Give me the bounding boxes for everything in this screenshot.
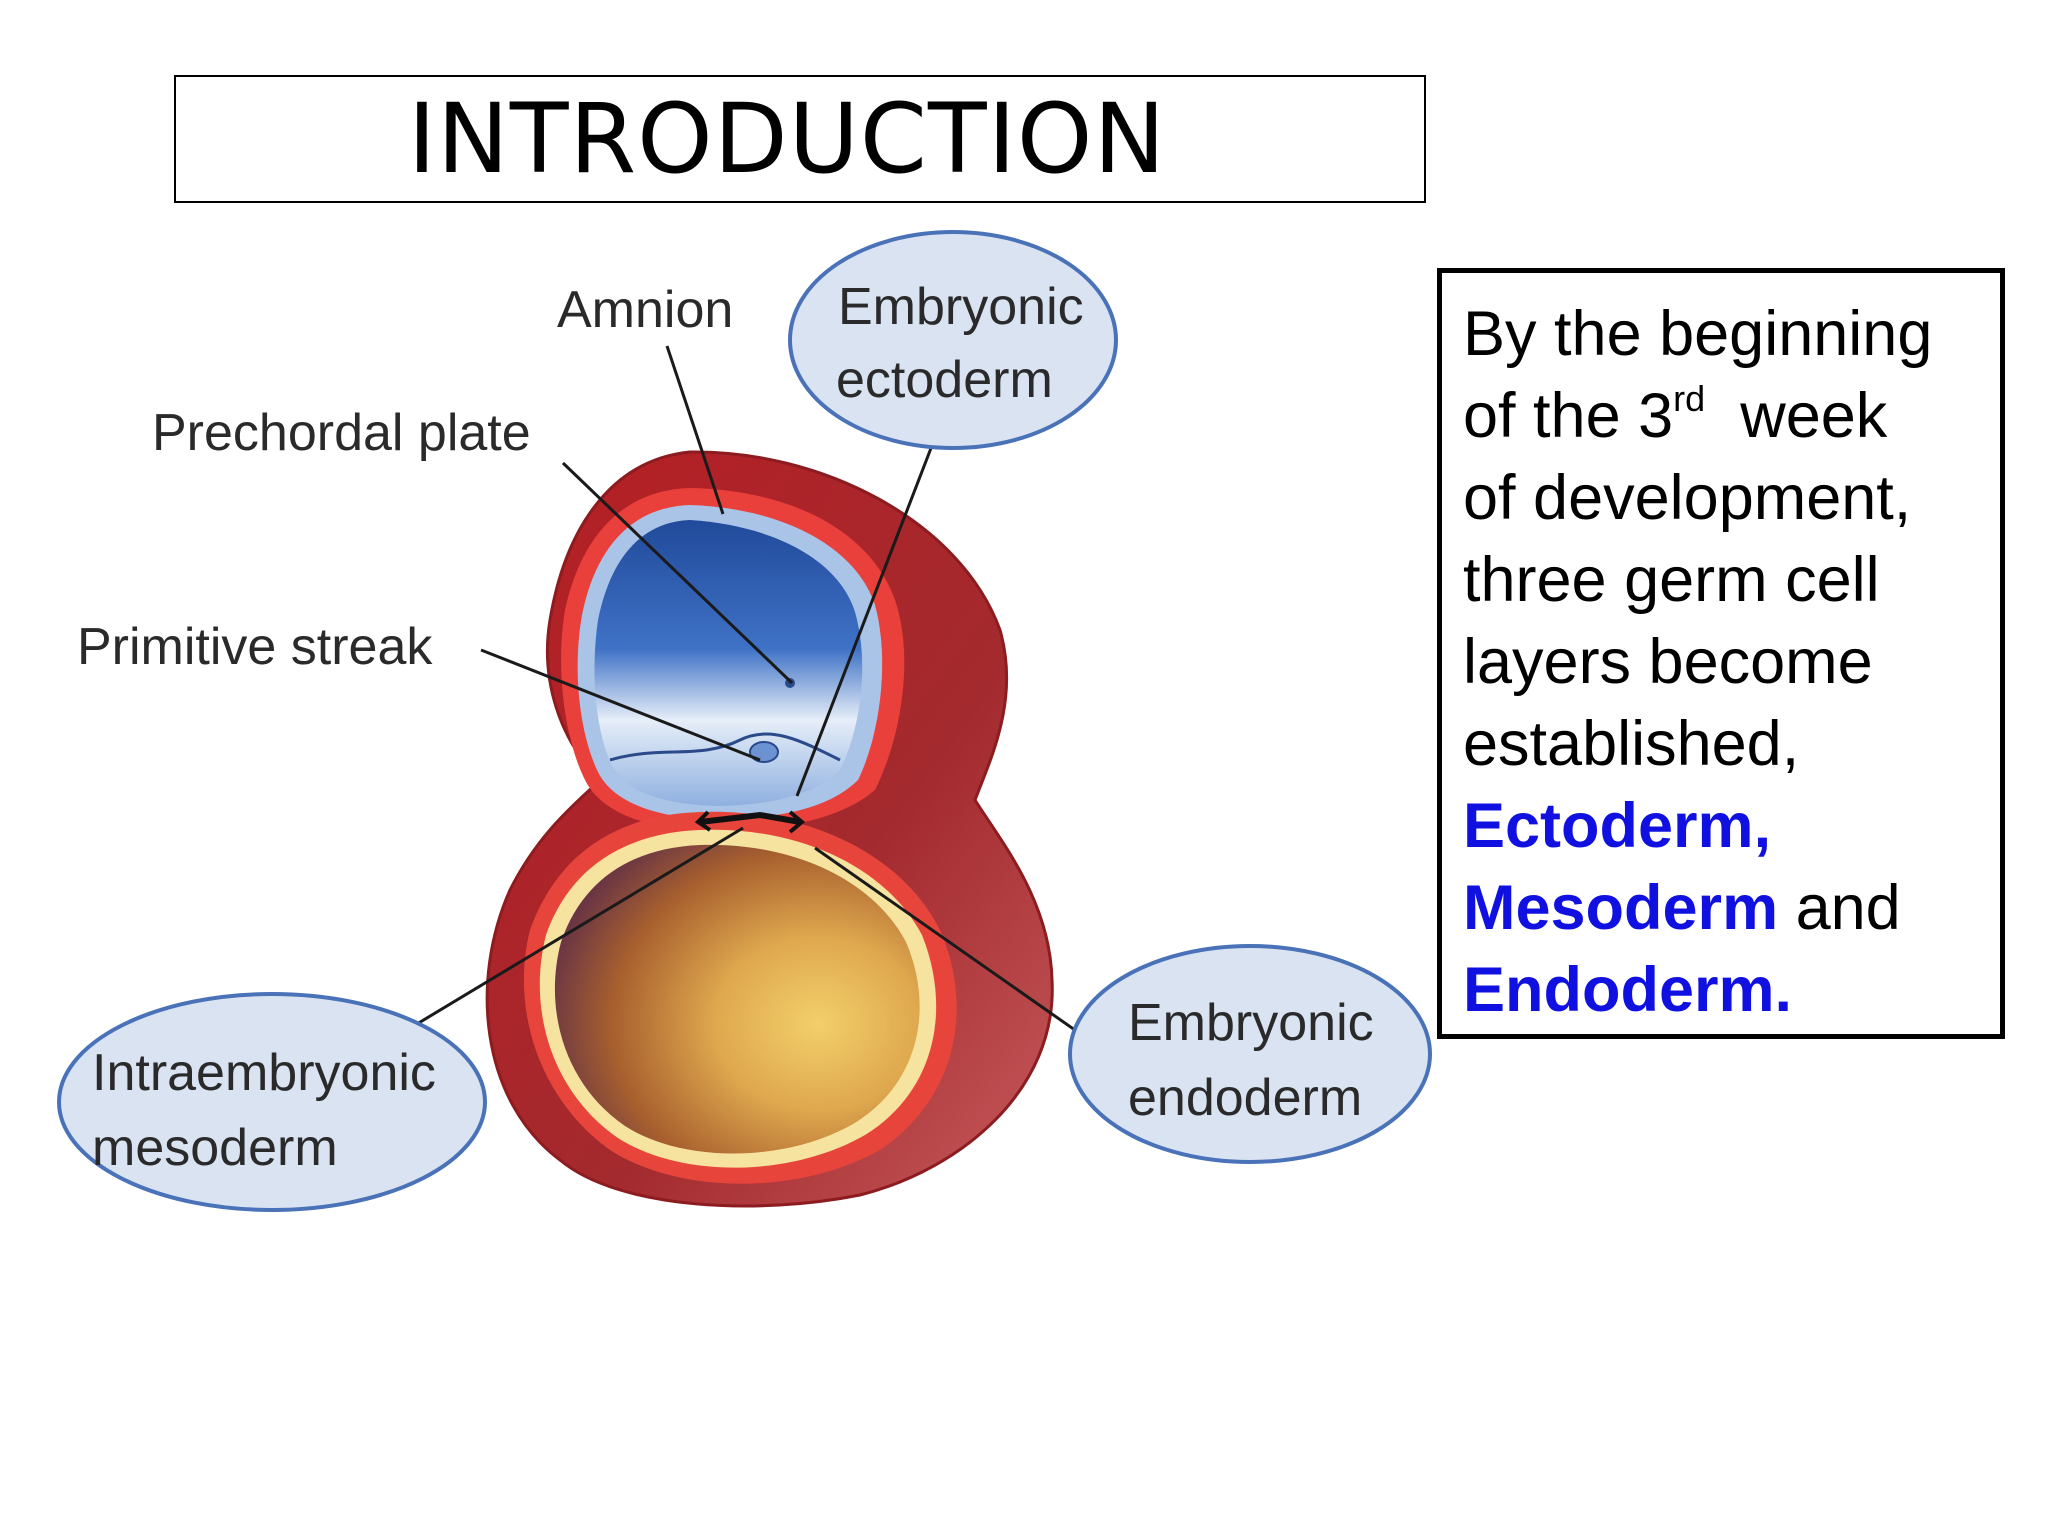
label-amnion: Amnion (557, 281, 733, 339)
ordinal-suffix: rd (1673, 378, 1706, 419)
description-line-text: and (1778, 873, 1901, 943)
description-line: By the beginning (1463, 299, 1933, 369)
label-embryonic-ectoderm-line1: Embryonic (838, 278, 1084, 336)
description-line: three germ cell (1463, 545, 1880, 615)
embryo-diagram: Amnion Embryonic ectoderm Prechordal pla… (57, 230, 1432, 1212)
label-intraembryonic-mesoderm-line1: Intraembryonic (92, 1044, 436, 1102)
description-box: By the beginning of the 3rd week of deve… (1437, 268, 2005, 1039)
description-line: established, (1463, 709, 1800, 779)
description-line: of the 3rd week (1463, 375, 1982, 457)
term-ectoderm: Ectoderm, (1463, 791, 1772, 861)
term-endoderm: Endoderm. (1463, 955, 1793, 1025)
title-box: INTRODUCTION (174, 75, 1426, 203)
label-prechordal-plate: Prechordal plate (152, 404, 531, 462)
description-line: Mesoderm and (1463, 867, 1982, 949)
label-embryonic-ectoderm-line2: ectoderm (836, 351, 1053, 409)
callout-embryonic-endoderm (1068, 944, 1432, 1164)
callout-embryonic-ectoderm (788, 230, 1118, 450)
label-intraembryonic-mesoderm-line2: mesoderm (92, 1119, 338, 1177)
term-mesoderm: Mesoderm (1463, 873, 1779, 943)
label-primitive-streak: Primitive streak (77, 618, 433, 676)
description-line: of development, (1463, 463, 1912, 533)
description-line-text: week (1705, 381, 1888, 451)
label-embryonic-endoderm-line1: Embryonic (1128, 994, 1374, 1052)
yolk-sac (523, 810, 957, 1184)
label-embryonic-endoderm-line2: endoderm (1128, 1069, 1362, 1127)
description-line: layers become (1463, 627, 1873, 697)
description-line-text: of the 3 (1463, 381, 1674, 451)
amniotic-sac (561, 488, 905, 832)
callout-intraembryonic-mesoderm (57, 992, 487, 1212)
page-title: INTRODUCTION (407, 83, 1167, 195)
leader-lines (381, 345, 1123, 1065)
